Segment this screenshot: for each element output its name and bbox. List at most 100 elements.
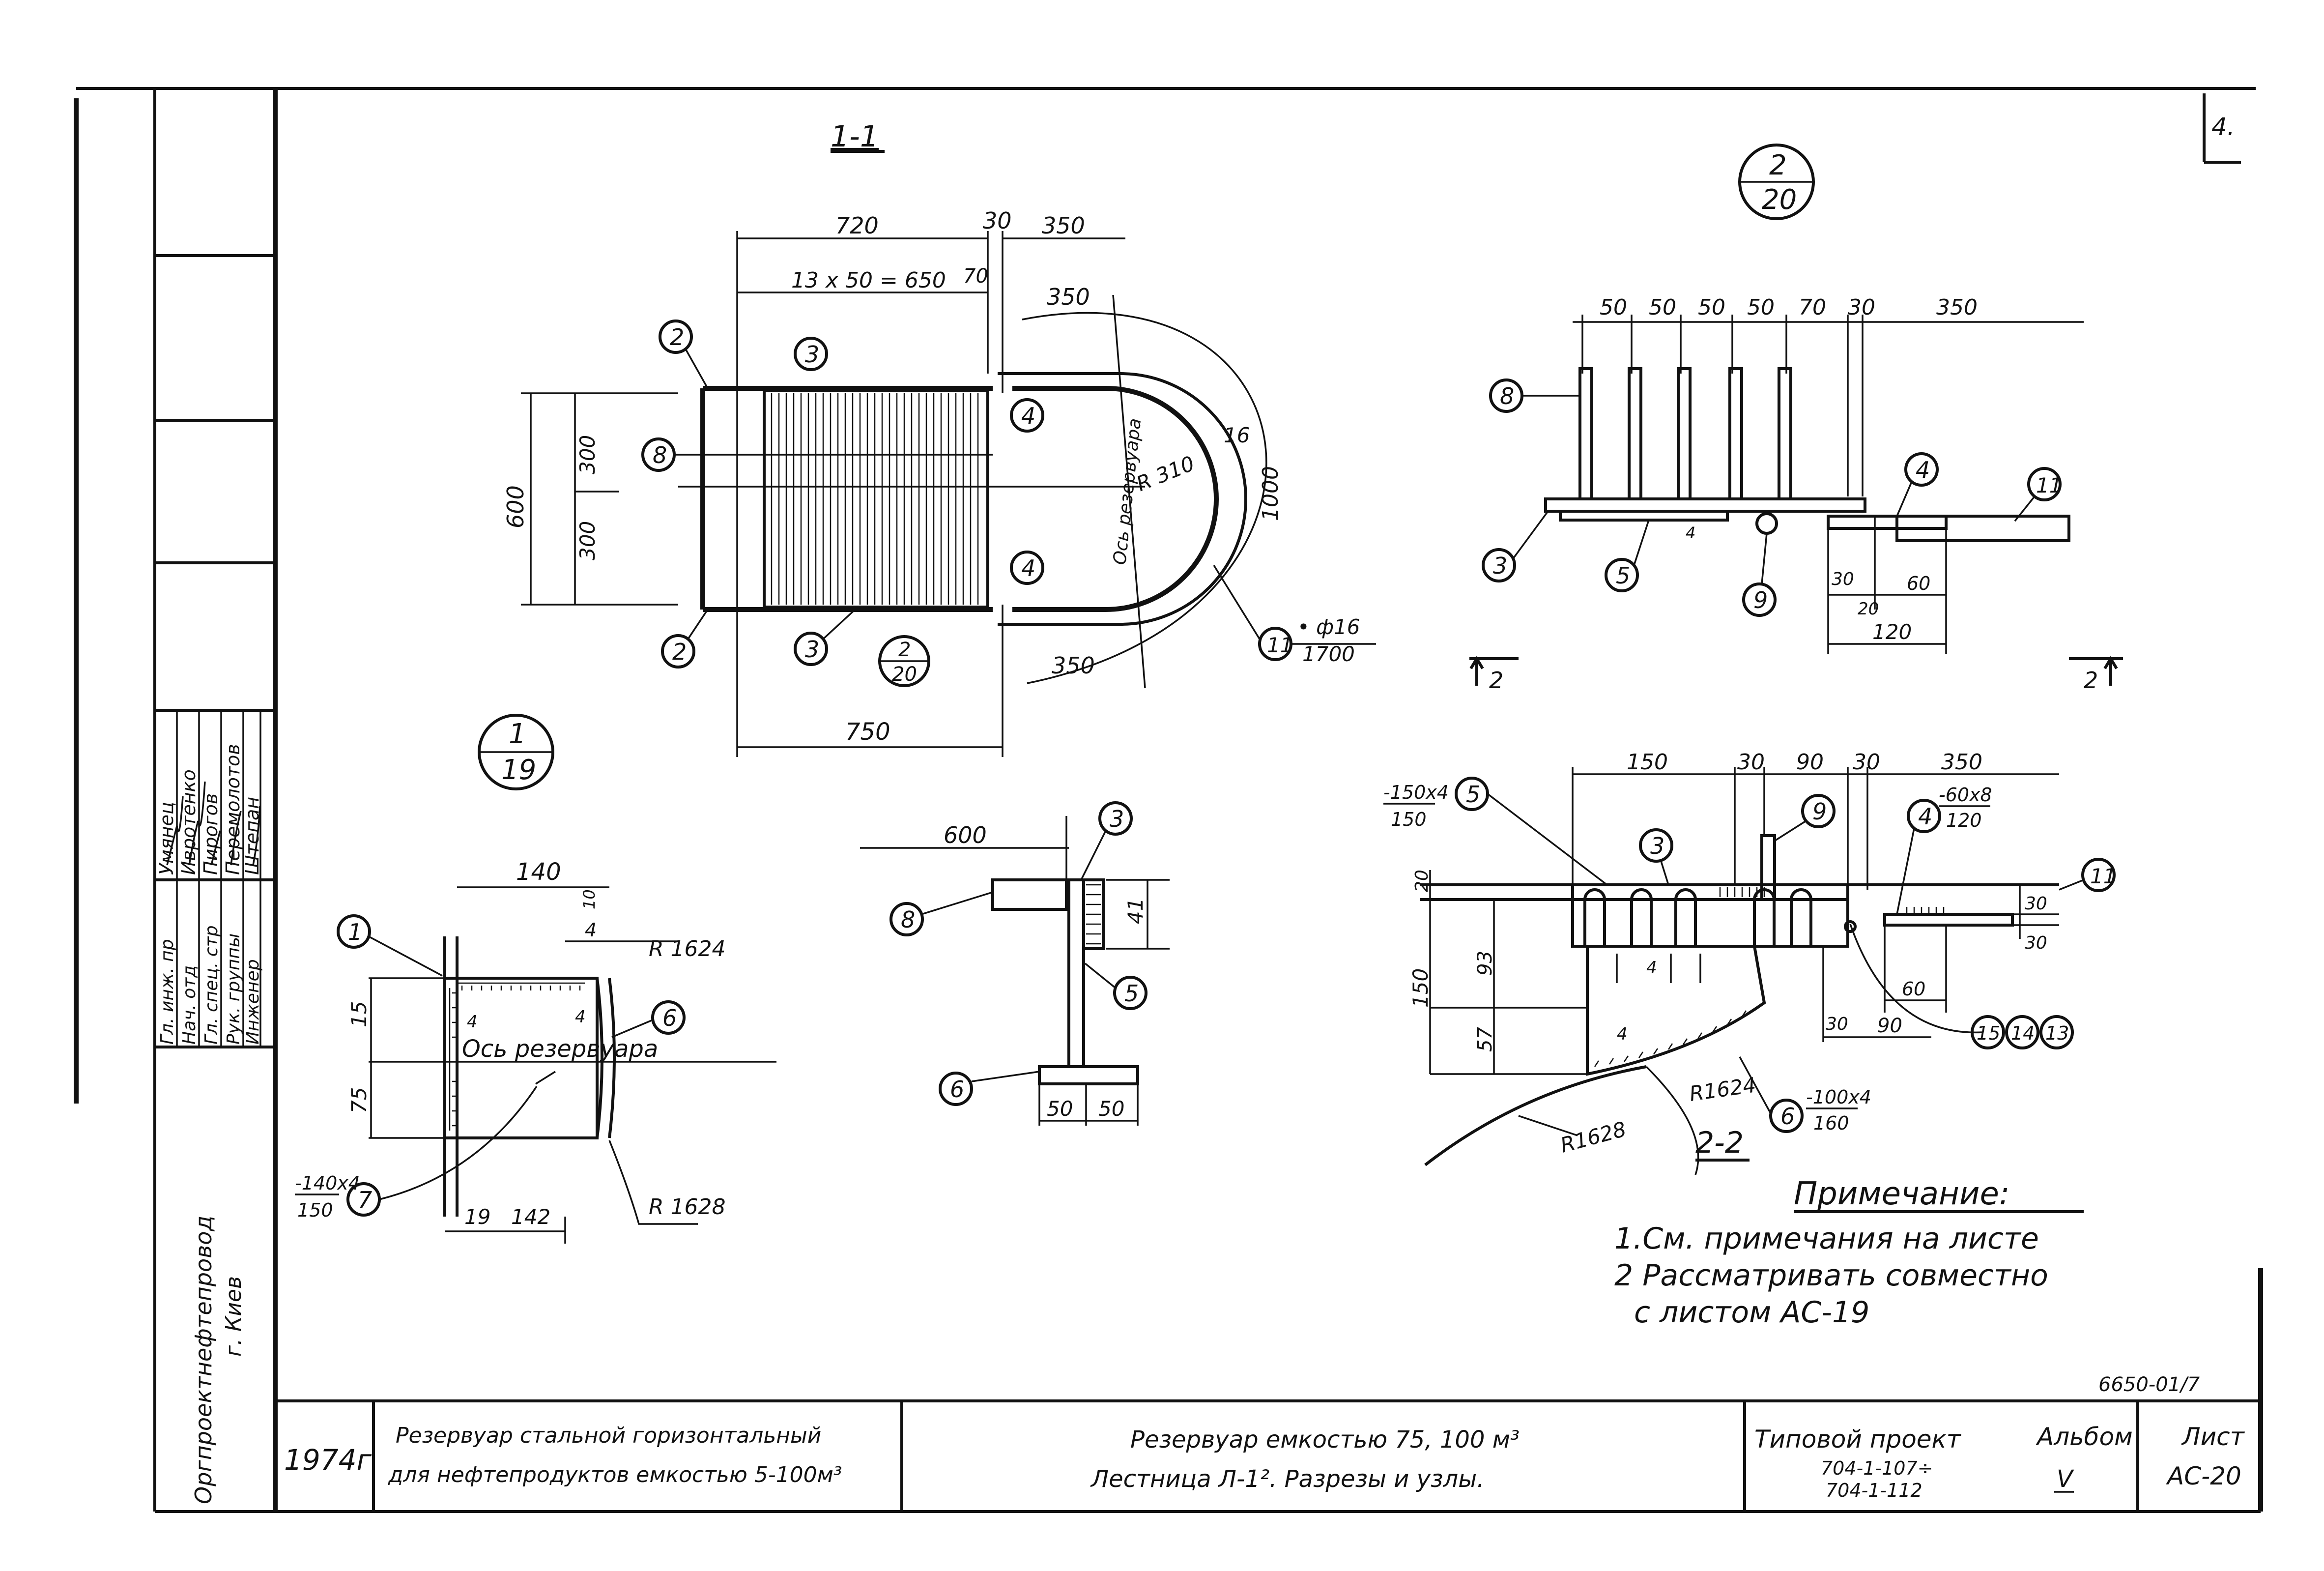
callout-4-bottom: 4 [1010, 551, 1044, 585]
dim-50-b: 50 [1098, 1097, 1124, 1121]
dim-300-a: 300 [575, 435, 600, 474]
svg-text:14: 14 [2011, 1022, 2035, 1044]
dim-16: 16 [1224, 423, 1250, 447]
left-signature-strip: Гл. инж. пр Нач. отд Гл. спец. стр Рук. … [155, 254, 275, 1504]
svg-text:8: 8 [901, 906, 915, 933]
role-4: Рук. группы [224, 933, 244, 1045]
role-3: Гл. спец. стр [201, 926, 222, 1045]
dim-50-a: 50 [1047, 1097, 1073, 1121]
callout-9: 9 [1742, 533, 1777, 617]
album-value: V [2057, 1465, 2074, 1493]
callout-11: 11 [2059, 858, 2116, 892]
dim-20: 20 [1412, 870, 1432, 892]
callout-11: 11 [2014, 467, 2062, 522]
dim-41: 41 [1123, 898, 1148, 924]
callout-11: 11 [1213, 565, 1376, 661]
step-section: 600 41 50 50 3 8 5 6 [860, 801, 1170, 1126]
drawing-code: 6650-01/7 [2098, 1373, 2200, 1396]
name-2: Ивротенко [178, 769, 200, 875]
dim-30-1: 30 [1737, 750, 1765, 775]
node-1-19: 1 19 140 10 4 R 1624 15 75 4 4 Ось резер… [295, 714, 776, 1244]
callout-8: 8 [641, 437, 993, 472]
callout-3: 3 [1482, 510, 1549, 582]
dim-4: 4 [1686, 524, 1695, 542]
svg-text:6: 6 [1780, 1103, 1795, 1130]
dim-150-left: 150 [1408, 968, 1433, 1008]
dim-600: 600 [502, 485, 529, 528]
svg-text:6: 6 [950, 1076, 964, 1103]
svg-text:4: 4 [1918, 803, 1932, 830]
dim-350: 350 [1936, 295, 1978, 320]
svg-text:2: 2 [898, 639, 911, 661]
svg-text:7: 7 [358, 1187, 372, 1213]
node-ref-2-20: 2 20 [1738, 144, 1815, 220]
svg-text:4: 4 [1021, 555, 1035, 582]
item-6-spec-bottom: 160 [1813, 1112, 1849, 1134]
svg-text:2: 2 [1769, 149, 1787, 181]
svg-text:3: 3 [805, 341, 819, 368]
note-line-2: 2 Рассматривать совместно [1614, 1258, 2048, 1293]
callout-8: 8 [1489, 378, 1580, 413]
dim-19: 19 [464, 1205, 490, 1229]
dim-70: 70 [963, 265, 988, 288]
svg-text:8: 8 [1500, 383, 1514, 409]
callout-5: 5 [1455, 777, 1608, 886]
node-2-20: 2 20 50 50 50 50 70 30 350 4 [1469, 144, 2123, 694]
svg-text:13: 13 [2045, 1022, 2069, 1044]
svg-text:2: 2 [670, 324, 684, 350]
dim-30-2: 30 [1853, 750, 1880, 775]
svg-text:11: 11 [1267, 633, 1293, 657]
callout-6: 6 [939, 1071, 1040, 1106]
dim-300-b: 300 [575, 521, 600, 560]
svg-text:3: 3 [805, 636, 819, 663]
callout-8: 8 [889, 891, 993, 936]
dim-350-top: 350 [1042, 212, 1085, 239]
sheet-value: АС-20 [2166, 1462, 2241, 1490]
svg-text:6: 6 [662, 1005, 677, 1031]
dim-4-c: 4 [575, 1007, 586, 1027]
title-block: 1974г Резервуар стальной горизонтальный … [284, 1401, 2245, 1512]
section-mark-right: 2 [2069, 656, 2123, 694]
dim-50-2: 50 [1649, 295, 1676, 320]
svg-text:5: 5 [1616, 562, 1630, 589]
dim-50-4: 50 [1747, 295, 1775, 320]
svg-text:9: 9 [1753, 587, 1768, 613]
role-1: Гл. инж. пр [157, 939, 177, 1045]
svg-text:3: 3 [1110, 806, 1124, 832]
radius-r1624: R 1624 [649, 936, 726, 961]
project-label: Типовой проект [1754, 1425, 1962, 1454]
callout-2-bottom: 2 [661, 609, 709, 669]
callout-5: 5 [1605, 520, 1650, 592]
dim-steps: 13 x 50 = 650 [791, 268, 946, 293]
section-title: 2-2 [1695, 1126, 1744, 1160]
callout-4: 4 [1896, 799, 1941, 915]
callout-3-bottom: 3 [794, 609, 856, 666]
item-5-spec-bottom: 150 [1391, 809, 1427, 830]
item-11-spec-bottom: 1700 [1302, 642, 1355, 666]
role-5: Инженер [243, 959, 263, 1045]
callout-4: 4 [1896, 452, 1939, 517]
dim-93: 93 [1474, 951, 1496, 976]
dim-350-upper: 350 [1047, 284, 1090, 310]
svg-text:19: 19 [501, 754, 536, 786]
callout-4-top: 4 [1010, 398, 1044, 433]
item-11-spec-top: • ф16 [1297, 615, 1360, 639]
item-4-spec-top: -60x8 [1939, 784, 1992, 806]
org-name: Оргпроектнефтепровод [190, 1216, 217, 1504]
title-line-2: Лестница Л-1². Разрезы и узлы. [1090, 1465, 1484, 1493]
callout-9: 9 [1775, 794, 1836, 842]
note-title: Примечание: [1794, 1176, 2009, 1212]
dim-60: 60 [1907, 573, 1930, 594]
view-title: 1-1 [831, 119, 879, 154]
svg-text:20: 20 [892, 663, 917, 686]
callout-1: 1 [337, 914, 443, 977]
node-ref-1-19: 1 19 [478, 714, 554, 790]
project-num-1: 704-1-107÷ [1821, 1457, 1933, 1479]
dim-75: 75 [347, 1087, 371, 1113]
dim-50-3: 50 [1698, 295, 1725, 320]
svg-text:11: 11 [2036, 473, 2062, 497]
dim-350-lower: 350 [1052, 652, 1095, 679]
svg-text:3: 3 [1650, 833, 1664, 859]
note-line-1: 1.См. примечания на листе [1614, 1222, 2039, 1256]
item-4-spec-bottom: 120 [1946, 810, 1982, 831]
